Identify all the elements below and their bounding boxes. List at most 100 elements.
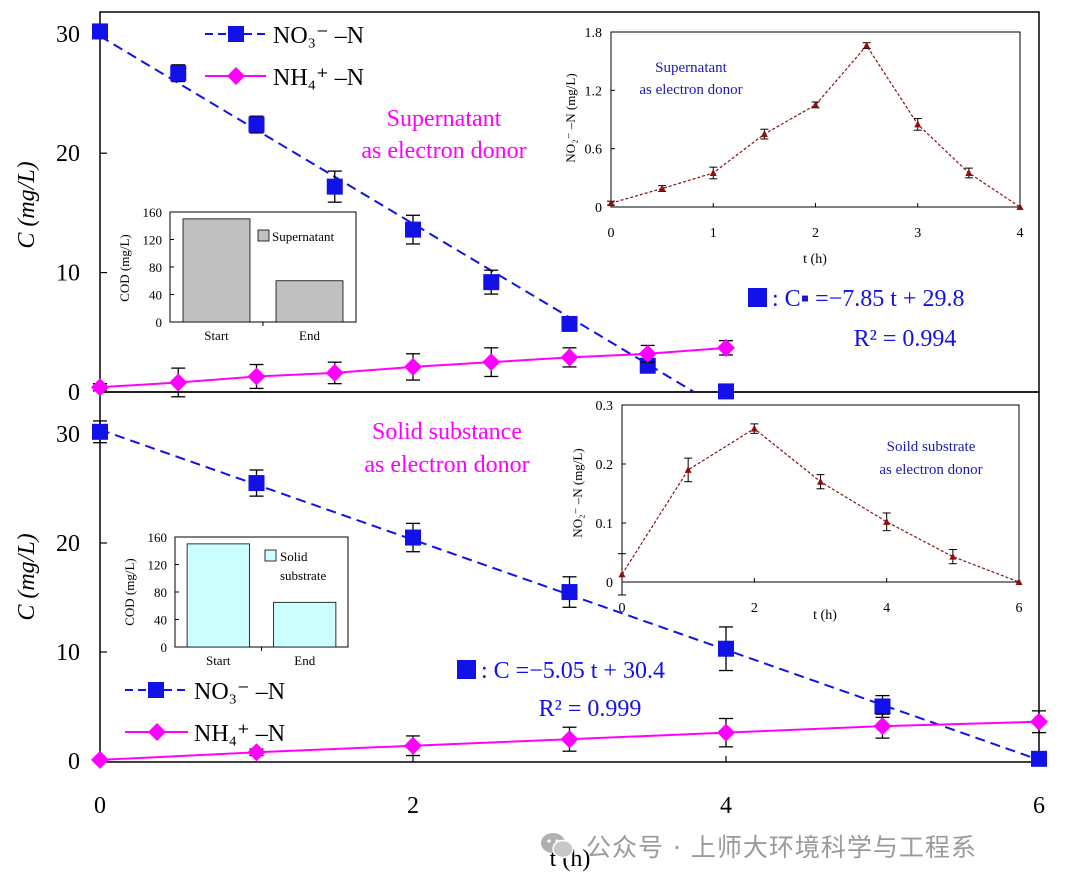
inset-x-tick-label: 0 [619, 601, 626, 616]
nitrate-point [405, 221, 421, 238]
inset-y-tick-label: 0.2 [596, 458, 614, 473]
nitrite-point [812, 100, 819, 108]
ammonium-point [91, 378, 109, 397]
bottom-inset-annotation-line1: Soild substrate [887, 439, 976, 455]
top-cod-legend: Supernatant [257, 229, 334, 244]
nitrite-point [760, 130, 768, 138]
cod-category-label: Start [206, 653, 231, 668]
nitrite-point [883, 517, 891, 525]
bottom-panel-title-line2: as electron donor [364, 452, 529, 478]
cod-bar [273, 601, 337, 648]
nitrite-point [684, 465, 692, 473]
ammonium-point [482, 353, 501, 372]
cod-y-tick-label: 40 [149, 288, 162, 303]
bottom-inset-y-title: NO₂⁻ –N (mg/L) [570, 448, 585, 537]
legend-ammonium-label: NH₄⁺ –N [273, 65, 364, 91]
nitrite-point [607, 199, 615, 207]
cod-y-tick-label: 160 [148, 530, 168, 545]
cod-category-label: End [299, 328, 320, 343]
nitrate-point [170, 65, 187, 82]
svg-text:substrate: substrate [280, 568, 326, 583]
top-y-axis-title: C (mg/L) [14, 161, 40, 248]
top-cod-y-title: COD (mg/L) [117, 234, 132, 302]
nitrate-point [326, 178, 343, 195]
top-fit-text: : C▪ =−7.85 t + 29.8 [772, 286, 964, 312]
legend-nitrate-marker [148, 682, 164, 698]
cod-y-tick-label: 0 [156, 315, 163, 330]
y-tick-label: 0 [68, 380, 80, 406]
ammonium-point [873, 717, 892, 736]
bottom-inset-nitrite-frame [621, 404, 1020, 583]
nitrate-point [92, 23, 108, 40]
bottom-legend: NO₃⁻ –N NH₄⁺ –N [125, 679, 285, 747]
nitrate-point [248, 475, 265, 492]
cod-category-label: Start [204, 328, 229, 343]
x-tick-label: 2 [407, 793, 419, 819]
nitrite-point [618, 570, 626, 578]
ammonium-point [247, 367, 266, 386]
ammonium-point [404, 736, 422, 755]
top-panel-title-line2: as electron donor [361, 138, 526, 164]
nitrite-point [949, 552, 957, 560]
nitrite-point [965, 168, 973, 176]
watermark-text: 公众号 · 上师大环境科学与工程系 [586, 833, 977, 862]
nitrate-point [561, 315, 578, 332]
bottom-inset-annotation-line2: as electron donor [879, 462, 982, 478]
inset-x-tick-label: 4 [1017, 226, 1024, 241]
nitrate-point [248, 116, 265, 133]
nitrite-point [709, 168, 717, 176]
inset-x-tick-label: 2 [812, 226, 819, 241]
bottom-fit-r2: R² = 0.999 [539, 696, 642, 722]
inset-x-tick-label: 6 [1016, 601, 1023, 616]
nitrate-point [1031, 750, 1047, 767]
cod-bar [186, 543, 250, 648]
cod-category-label: End [294, 653, 315, 668]
bottom-cod-legend: Solid substrate [264, 549, 326, 583]
cod-y-tick-label: 120 [143, 233, 163, 248]
y-tick-label: 30 [56, 22, 80, 48]
bottom-panel-title-line1: Solid substance [372, 419, 522, 445]
legend-nitrate-marker [228, 26, 244, 42]
legend-ammonium-label: NH₄⁺ –N [194, 721, 285, 747]
cod-bar [182, 218, 251, 323]
ammonium-point [717, 338, 735, 357]
legend-ammonium-marker [148, 723, 166, 741]
nitrate-point [874, 698, 891, 715]
legend-ammonium-marker [227, 67, 245, 85]
ammonium-point [247, 743, 266, 762]
y-tick-label: 30 [56, 422, 80, 448]
inset-y-tick-label: 0 [606, 576, 613, 591]
top-inset-y-title: NO₂⁻ –N (mg/L) [563, 73, 578, 162]
nitrite-point [658, 184, 666, 192]
nitrate-point [718, 383, 734, 400]
top-inset-nitrite-frame [610, 31, 1021, 208]
bottom-cod-y-title: COD (mg/L) [122, 558, 137, 626]
nitrate-fit-line [99, 35, 695, 393]
top-fit-r2: R² = 0.994 [854, 326, 957, 352]
nitrate-point [718, 640, 734, 657]
x-tick-label: 4 [720, 793, 732, 819]
nitrate-point [561, 584, 578, 601]
ammonium-point [1030, 712, 1048, 731]
nitrite-point [750, 424, 758, 432]
inset-x-tick-label: 0 [608, 226, 615, 241]
ammonium-point [560, 348, 579, 367]
y-tick-label: 10 [56, 640, 80, 666]
ammonium-point [404, 357, 422, 376]
ammonium-point [638, 344, 657, 363]
bottom-fit-equation: : C =−5.05 t + 30.4 R² = 0.999 [457, 658, 665, 722]
cod-y-tick-label: 80 [149, 260, 162, 275]
top-legend: NO₃⁻ –N NH₄⁺ –N [205, 23, 364, 91]
nitrite-point [1016, 203, 1024, 210]
top-inset-annotation-line1: Supernatant [655, 60, 727, 76]
svg-text:Supernatant: Supernatant [272, 229, 334, 244]
y-tick-label: 0 [68, 749, 80, 775]
x-tick-label: 6 [1033, 793, 1045, 819]
cod-y-tick-label: 160 [143, 205, 163, 220]
ammonium-point [325, 363, 344, 382]
bottom-panel-frame [99, 391, 1040, 763]
fit-square-marker [457, 660, 476, 679]
fit-square-marker [748, 288, 767, 307]
